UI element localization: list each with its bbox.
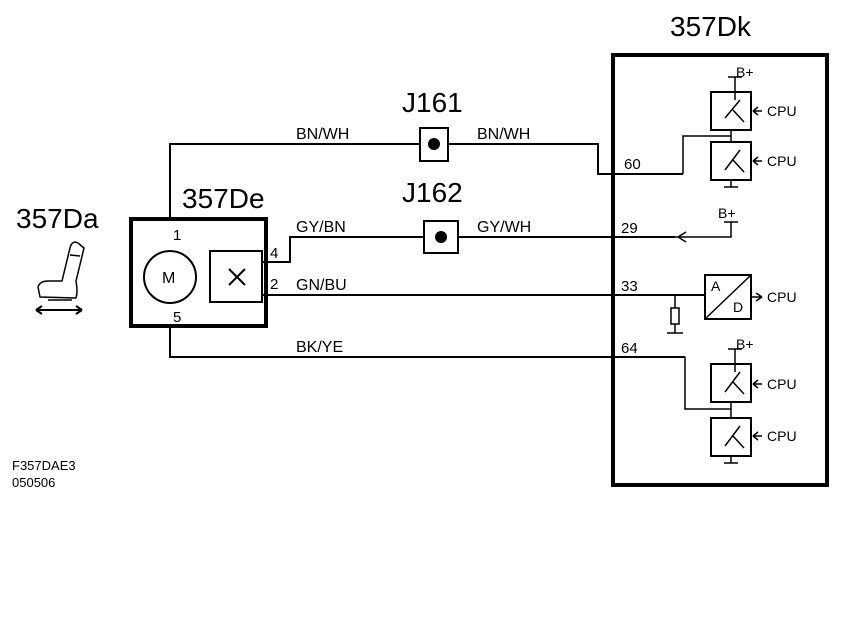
reference-code: F357DAE3 [12,458,76,473]
motor-pin-4: 4 [270,245,278,262]
motor-unit-box [129,217,268,328]
lower-driver-pair: B+ CPU CPU [684,336,797,464]
motor-pin-2: 2 [270,276,278,293]
cpu-label-4: CPU [767,376,797,392]
wire-label-gn-bu: GN/BU [296,277,347,294]
connector-j161 [419,127,449,162]
ad-converter: A D CPU [667,274,797,334]
motor-unit-title: 357De [182,183,265,214]
cpu-label-3: CPU [767,289,797,305]
wire-bn-wh [169,143,683,219]
motor-symbol-label: M [162,270,175,287]
supply-b-plus-3: B+ [736,336,754,352]
supply-b-plus-2: B+ [718,205,736,221]
module-pin-60: 60 [624,156,641,173]
control-module-title: 357Dk [670,11,752,42]
control-module-box [611,53,829,487]
connector-j161-title: J161 [402,87,463,118]
adc-label-a: A [711,278,721,294]
wire-label-j162-right: GY/WH [477,219,531,236]
cpu-label-1: CPU [767,103,797,119]
position-sensor [209,250,263,303]
wire-label-bk-ye: BK/YE [296,339,343,356]
motor-pin-5: 5 [173,309,181,326]
motor-symbol [143,250,197,304]
seat-title: 357Da [16,203,99,234]
wire-bk-ye [169,326,685,358]
wire-label-j162-left: GY/BN [296,219,346,236]
motor-pin-1: 1 [173,227,181,244]
cpu-label-5: CPU [767,428,797,444]
adc-label-d: D [733,299,743,315]
seat-icon [35,241,85,315]
wire-label-j161-right: BN/WH [477,126,530,143]
upper-driver-pair: B+ CPU CPU [682,64,797,188]
supply-b-plus-1: B+ [736,64,754,80]
module-pin-33: 33 [621,278,638,295]
cpu-label-2: CPU [767,153,797,169]
connector-j162-title: J162 [402,177,463,208]
module-pin-29: 29 [621,220,638,237]
wire-label-j161-left: BN/WH [296,126,349,143]
module-pin-64: 64 [621,340,638,357]
pull-up-input: B+ [675,205,738,243]
reference-date: 050506 [12,475,55,490]
connector-j162 [423,220,459,254]
wire-gy [263,236,675,263]
